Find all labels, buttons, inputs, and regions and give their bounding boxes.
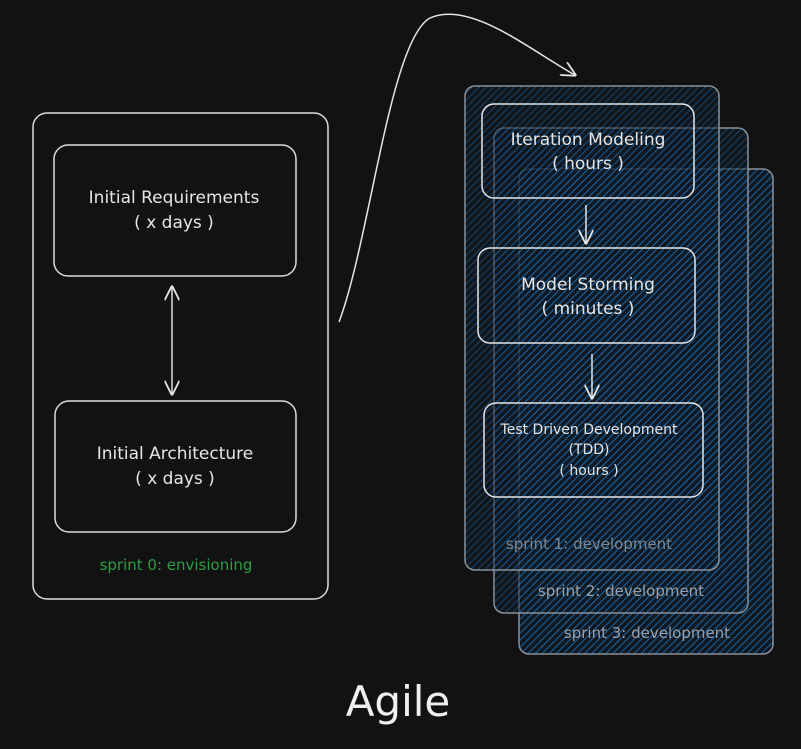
sprint-1-frame: sprint 1: development: [464, 85, 720, 571]
initial-architecture-title: Initial Architecture: [97, 444, 254, 464]
initial-architecture-box[interactable]: Initial Architecture ( x days ): [54, 400, 297, 533]
tdd-abbreviation: (TDD): [568, 442, 609, 458]
tdd-title: Test Driven Development: [500, 422, 678, 438]
iteration-modeling-duration: ( hours ): [552, 154, 624, 174]
initial-requirements-box[interactable]: Initial Requirements ( x days ): [53, 144, 297, 277]
sprint-0-frame: [32, 112, 329, 600]
model-storming-box[interactable]: Model Storming ( minutes ): [477, 247, 696, 344]
model-storming-title: Model Storming: [521, 275, 655, 295]
model-storming-duration: ( minutes ): [542, 299, 635, 319]
initial-requirements-title: Initial Requirements: [89, 188, 260, 208]
sprint-3-label: sprint 3: development: [564, 624, 730, 642]
iteration-modeling-title: Iteration Modeling: [511, 130, 666, 150]
sprint-2-label: sprint 2: development: [538, 582, 704, 600]
initial-architecture-duration: ( x days ): [135, 469, 215, 489]
sprint-0-label: sprint 0: envisioning: [100, 556, 253, 574]
transition-arrow: [338, 13, 575, 323]
iteration-modeling-box[interactable]: Iteration Modeling ( hours ): [481, 103, 695, 199]
tdd-duration: ( hours ): [559, 463, 618, 479]
sprint-1-label: sprint 1: development: [506, 535, 672, 553]
diagram-title: Agile: [346, 677, 451, 726]
initial-requirements-duration: ( x days ): [134, 213, 214, 233]
tdd-box[interactable]: Test Driven Development (TDD) ( hours ): [483, 402, 704, 498]
